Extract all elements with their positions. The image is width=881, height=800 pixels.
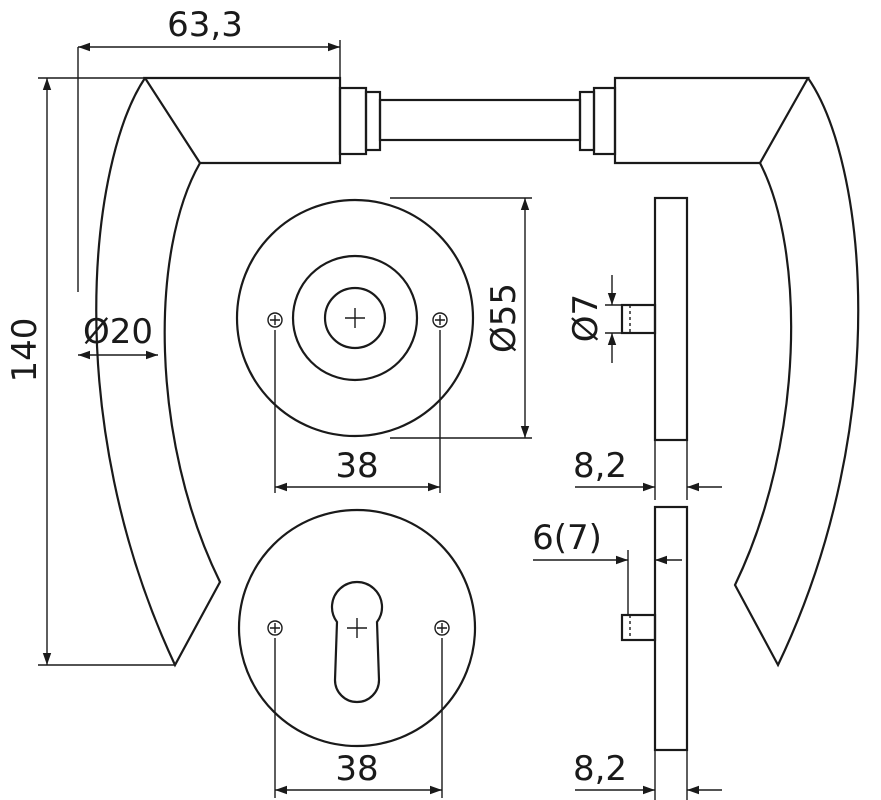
dimension-label: 6(7) <box>532 518 602 558</box>
dimension-rosette-diameter: Ø55 <box>390 197 532 439</box>
dimension-label: Ø7 <box>566 294 606 342</box>
dimension-label: 63,3 <box>167 5 243 45</box>
dimension-label: Ø55 <box>484 283 524 353</box>
dimension-lever-projection: 63,3 <box>78 5 341 78</box>
screw-icon <box>267 620 283 636</box>
screw-icon <box>434 620 450 636</box>
dimension-label: 38 <box>335 446 378 486</box>
dimension-label: 140 <box>5 318 45 383</box>
dimension-label: Ø20 <box>83 312 153 352</box>
left-lever <box>77 47 342 668</box>
dimension-lever-height: 140 <box>5 77 175 666</box>
dimension-lever-diameter: Ø20 <box>78 312 158 360</box>
cylinder-rosette-front <box>237 508 477 748</box>
spindle <box>338 86 617 156</box>
rosette-side-profile-bottom: 6(7) 8,2 <box>532 505 722 800</box>
screw-icon <box>432 312 448 328</box>
keyhole-icon <box>330 580 384 704</box>
dimension-label: 8,2 <box>573 749 627 789</box>
dimension-label: 38 <box>335 749 378 789</box>
dimension-label: 8,2 <box>573 446 627 486</box>
rosette-side-profile-top: Ø7 8,2 <box>566 196 722 500</box>
round-rosette-front <box>235 198 475 438</box>
right-lever <box>613 76 860 668</box>
dimension-screw-spacing-bottom: 38 <box>274 638 443 798</box>
screw-icon <box>267 312 283 328</box>
dimension-screw-spacing-top: 38 <box>274 330 441 493</box>
